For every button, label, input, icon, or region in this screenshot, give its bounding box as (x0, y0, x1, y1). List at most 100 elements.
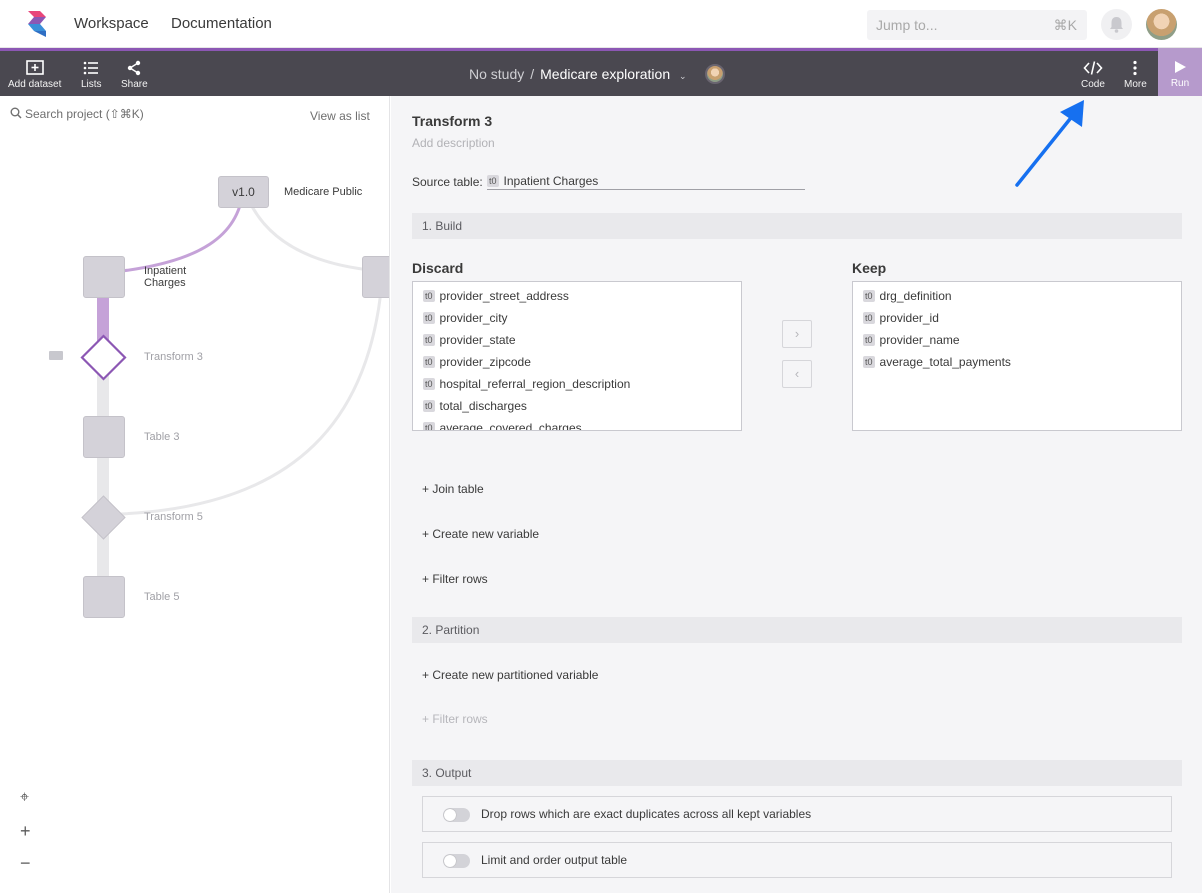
jump-to-search[interactable]: Jump to... ⌘K (867, 10, 1087, 40)
variable-tag: t0 (423, 334, 435, 346)
list-item[interactable]: t0 provider_name (853, 330, 1181, 352)
dataset-version: v1.0 (232, 185, 255, 199)
more-label: More (1124, 79, 1147, 90)
discard-variable: provider_zipcode (439, 355, 531, 369)
drop-duplicates-toggle[interactable] (443, 808, 470, 822)
nav-workspace[interactable]: Workspace (74, 15, 149, 32)
list-item[interactable]: t0 average_covered_charges (413, 418, 741, 431)
breadcrumb-study[interactable]: No study (469, 66, 525, 82)
drop-duplicates-label: Drop rows which are exact duplicates acr… (481, 807, 812, 821)
transform-3-node[interactable] (80, 334, 127, 381)
inpatient-charges-label-1: Inpatient (144, 265, 187, 277)
user-avatar[interactable] (1146, 9, 1177, 40)
drop-duplicates-option: Drop rows which are exact duplicates acr… (422, 796, 1172, 832)
project-owner-avatar[interactable] (705, 64, 725, 84)
dependency-graph-edges (97, 190, 384, 616)
keep-variable: provider_name (879, 333, 960, 347)
inpatient-charges-label-2: Charges (144, 277, 186, 289)
bell-icon (1110, 17, 1123, 33)
zoom-in-button[interactable]: + (20, 821, 31, 841)
list-item[interactable]: t0 provider_zipcode (413, 352, 741, 374)
code-button[interactable]: Code (1081, 60, 1105, 90)
filter-rows-button[interactable]: + Filter rows (422, 572, 488, 586)
add-box-icon (25, 60, 44, 75)
run-label: Run (1170, 78, 1190, 89)
notifications-button[interactable] (1101, 9, 1132, 40)
top-navigation: Workspace Documentation Jump to... ⌘K (0, 0, 1202, 48)
breadcrumb-project[interactable]: Medicare exploration (540, 66, 671, 82)
chevron-down-icon[interactable]: ⌄ (679, 71, 687, 81)
lists-button[interactable]: Lists (81, 60, 102, 90)
join-table-button[interactable]: + Join table (422, 482, 484, 496)
source-table-value: Inpatient Charges (503, 174, 599, 188)
share-button[interactable]: Share (121, 60, 148, 90)
transform-5-label: Transform 5 (144, 511, 203, 523)
play-icon (1175, 61, 1186, 73)
keep-variable: average_total_payments (879, 355, 1011, 369)
add-dataset-button[interactable]: Add dataset (8, 60, 61, 90)
more-button[interactable]: More (1124, 60, 1147, 90)
code-icon (1083, 61, 1103, 75)
variable-tag: t0 (863, 334, 875, 346)
table-3-label: Table 3 (144, 431, 180, 443)
discard-variable: average_covered_charges (439, 421, 582, 431)
table-5-node[interactable] (83, 576, 125, 618)
create-partitioned-variable-button[interactable]: + Create new partitioned variable (422, 668, 599, 682)
discard-title: Discard (412, 260, 464, 276)
transform-5-node[interactable] (80, 494, 127, 541)
transform-description[interactable]: Add description (412, 136, 495, 150)
project-toolbar: Add dataset Lists Share No study/Medicar… (0, 48, 1202, 96)
move-to-discard-button[interactable]: ‹ (782, 360, 812, 388)
partition-filter-rows-button[interactable]: + Filter rows (422, 712, 488, 726)
dataset-version-node[interactable]: v1.0 (218, 176, 269, 208)
variable-tag: t0 (423, 290, 435, 302)
create-variable-button[interactable]: + Create new variable (422, 527, 540, 541)
more-vertical-icon (1133, 60, 1137, 76)
comment-icon[interactable] (49, 351, 63, 360)
table-3-node[interactable] (83, 416, 125, 458)
view-as-list-link[interactable]: View as list (310, 109, 370, 123)
limit-order-option: Limit and order output table (422, 842, 1172, 878)
code-label: Code (1081, 79, 1105, 90)
transform-editor: Transform 3 Add description Source table… (391, 96, 1202, 893)
annotation-arrow-icon (1015, 100, 1084, 187)
table-node[interactable] (362, 256, 389, 298)
nav-documentation[interactable]: Documentation (171, 15, 272, 32)
jump-placeholder: Jump to... (876, 17, 938, 33)
zoom-out-button[interactable]: − (20, 853, 31, 873)
variable-tag: t0 (423, 356, 435, 368)
variable-tag: t0 (423, 378, 435, 390)
discard-variable: hospital_referral_region_description (439, 377, 631, 391)
move-to-keep-button[interactable]: › (782, 320, 812, 348)
project-search[interactable]: Search project (⇧⌘K) (10, 107, 144, 121)
search-icon (10, 107, 22, 119)
transform-3-label: Transform 3 (144, 351, 203, 363)
list-item[interactable]: t0 provider_state (413, 330, 741, 352)
discard-variable: provider_state (439, 333, 516, 347)
share-label: Share (121, 79, 148, 90)
section-build: 1. Build (412, 213, 1182, 239)
list-item[interactable]: t0 hospital_referral_region_description (413, 374, 741, 396)
variable-tag: t0 (863, 356, 875, 368)
discard-variable: total_discharges (439, 399, 527, 413)
inpatient-charges-node[interactable] (83, 256, 125, 298)
transform-title[interactable]: Transform 3 (412, 113, 493, 129)
run-button[interactable]: Run (1158, 48, 1202, 96)
keep-title: Keep (852, 260, 887, 276)
discard-variable: provider_city (439, 311, 508, 325)
brand-logo[interactable] (26, 11, 48, 37)
locate-icon[interactable]: ⌖ (20, 789, 30, 806)
variable-tag: t0 (423, 422, 435, 430)
list-item[interactable]: t0 average_total_payments (853, 352, 1181, 374)
limit-order-toggle[interactable] (443, 854, 470, 868)
source-table-label: Source table: (412, 175, 483, 189)
table-5-label: Table 5 (144, 591, 180, 603)
